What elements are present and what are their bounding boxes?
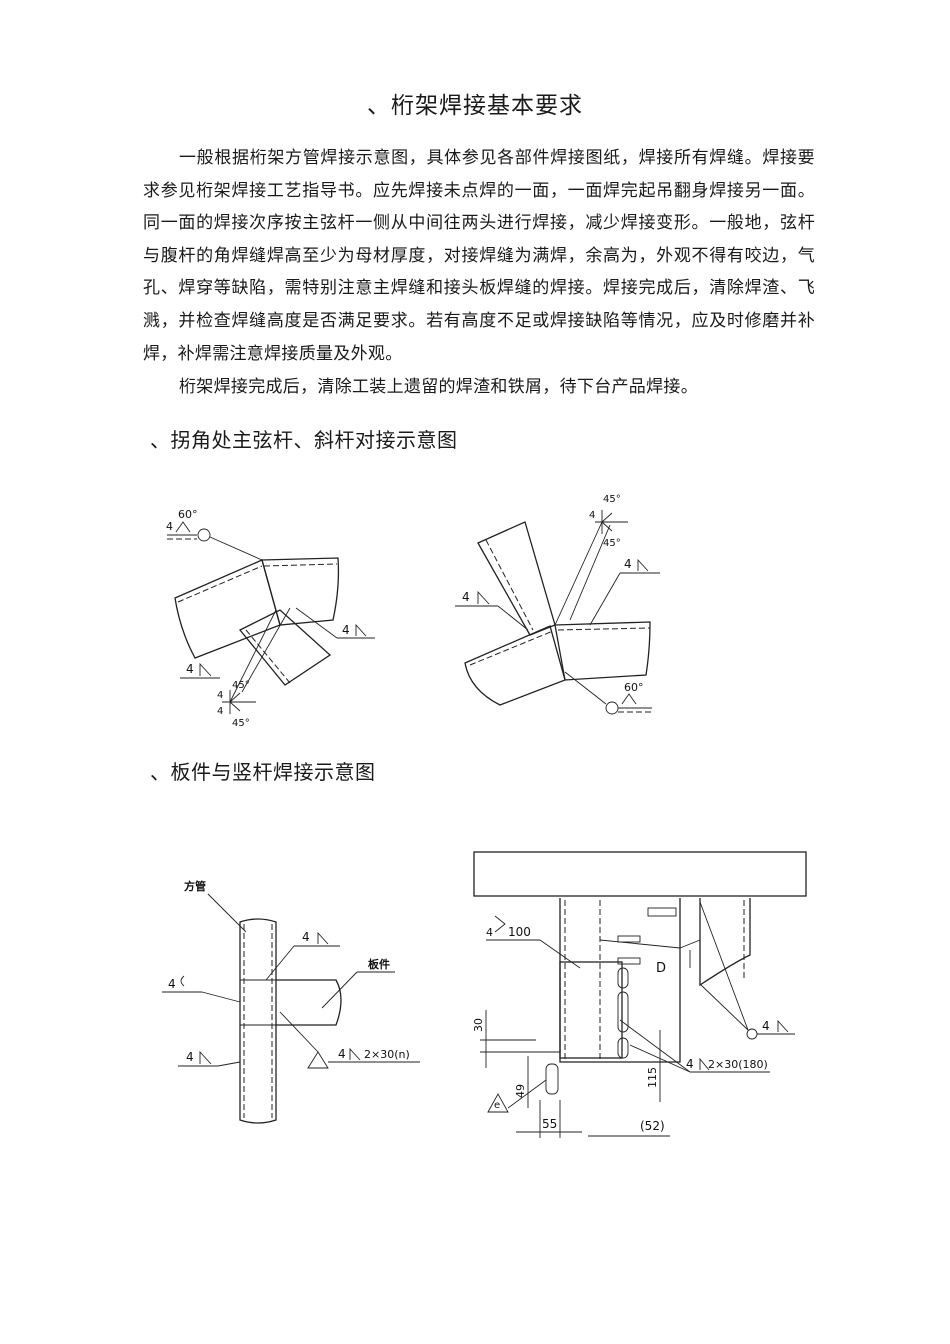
reference-e-marker: e [487, 1079, 547, 1113]
dimension-55-label: 55 [542, 1117, 557, 1131]
weld-size-label: 4 [686, 1057, 694, 1071]
weld-symbol-bottom: 4 [178, 1050, 241, 1067]
weld-size-label: 4 [166, 520, 173, 533]
weld-symbol-double-bevel: 45° 4 45° [554, 494, 628, 626]
dimension-49-label: 49 [514, 1084, 527, 1098]
weld-symbol-left: 4 [455, 590, 529, 631]
figure-plate-weld-diagram: 方管 板件 4 4 4 4 2×30(n) [162, 851, 807, 1138]
weld-size-label: 4 [762, 1019, 770, 1033]
section-heading-corner-joint: 、拐角处主弦杆、斜杆对接示意图 [150, 428, 458, 452]
weld-symbol-upper-right: 4 [589, 557, 660, 626]
weld-angle-label: 60° [624, 681, 644, 694]
weld-symbol-plate: 4 2×30(n) [279, 1011, 420, 1069]
weld-angle-label: 60° [178, 508, 198, 521]
weld-size-label: 4 [168, 977, 176, 991]
figure-plate-weld-right: 4 100 D 4 2×30(180) 4 30 [472, 851, 807, 1138]
page-title: 、桁架焊接基本要求 [367, 93, 583, 119]
dimension-55: 55 [516, 1100, 582, 1138]
weld-spec-label: 100 [508, 925, 531, 939]
weld-size-label: 4 [486, 926, 493, 939]
figure-plate-weld-left: 方管 板件 4 4 4 4 2×30(n) [162, 879, 420, 1124]
weld-symbol-right: 4 [295, 607, 375, 639]
dimension-d-label: D [656, 961, 666, 976]
weld-symbol-top: 4 100 [486, 915, 581, 969]
weld-size-label: 4 [342, 623, 350, 637]
weld-size-label: 4 [302, 930, 310, 944]
weld-size-label: 4 [462, 590, 470, 604]
dimension-52-label: (52) [640, 1119, 665, 1133]
weld-spec-label: 2×30(180) [708, 1058, 768, 1071]
figure-corner-joint-left: 4 60° 4 4 4 45° 4 45° [166, 508, 375, 729]
weld-size-label: 4 [624, 557, 632, 571]
weld-symbol-top: 4 [265, 930, 340, 981]
weld-angle-label: 45° [603, 538, 621, 549]
weld-symbol-top-left: 4 60° [166, 508, 263, 561]
weld-symbol-double-bevel: 4 45° 4 45° [217, 607, 291, 729]
figure-corner-joint-diagram: 4 60° 4 4 4 45° 4 45° [166, 494, 660, 729]
weld-size-label: 4 [186, 1050, 194, 1064]
weld-symbol-bottom: 4 [180, 662, 220, 679]
weld-angle-label: 45° [232, 718, 250, 729]
weld-size-label: 4 [217, 690, 223, 701]
weld-size-label: 4 [217, 706, 223, 717]
weld-spec-label: 2×30(n) [364, 1048, 410, 1061]
dimension-30: 30 [472, 1010, 560, 1068]
weld-angle-label: 45° [603, 494, 621, 505]
weld-symbol-bottom-right: 60° [564, 671, 652, 715]
dimension-115-label: 115 [646, 1067, 659, 1088]
label-e: e [494, 1100, 500, 1111]
paragraph-welding-requirements: 一般根据桁架方管焊接示意图，具体参见各部件焊接图纸，焊接所有焊缝。焊接要求参见桁… [143, 148, 815, 364]
dimension-52: (52) [588, 1119, 670, 1137]
weld-symbol-right: 4 [699, 901, 795, 1040]
weld-size-label: 4 [338, 1047, 346, 1061]
weld-size-label: 4 [589, 510, 595, 521]
weld-angle-label: 45° [232, 680, 250, 691]
weld-symbol-mid: 4 2×30(180) [619, 1019, 770, 1073]
label-square-tube: 方管 [184, 879, 206, 893]
dimension-30-label: 30 [472, 1018, 485, 1032]
weld-size-label: 4 [186, 662, 194, 676]
paragraph-cleanup: 桁架焊接完成后，清除工装上遗留的焊渣和铁屑，待下台产品焊接。 [179, 377, 698, 397]
dimension-115: 115 [646, 1030, 661, 1102]
weld-symbol-left: 4 [162, 975, 241, 1003]
section-heading-plate-weld: 、板件与竖杆焊接示意图 [150, 760, 376, 784]
figure-corner-joint-right: 45° 4 45° 4 4 60° [455, 494, 660, 715]
label-plate: 板件 [368, 957, 390, 971]
dimension-49: 49 [514, 1056, 529, 1108]
